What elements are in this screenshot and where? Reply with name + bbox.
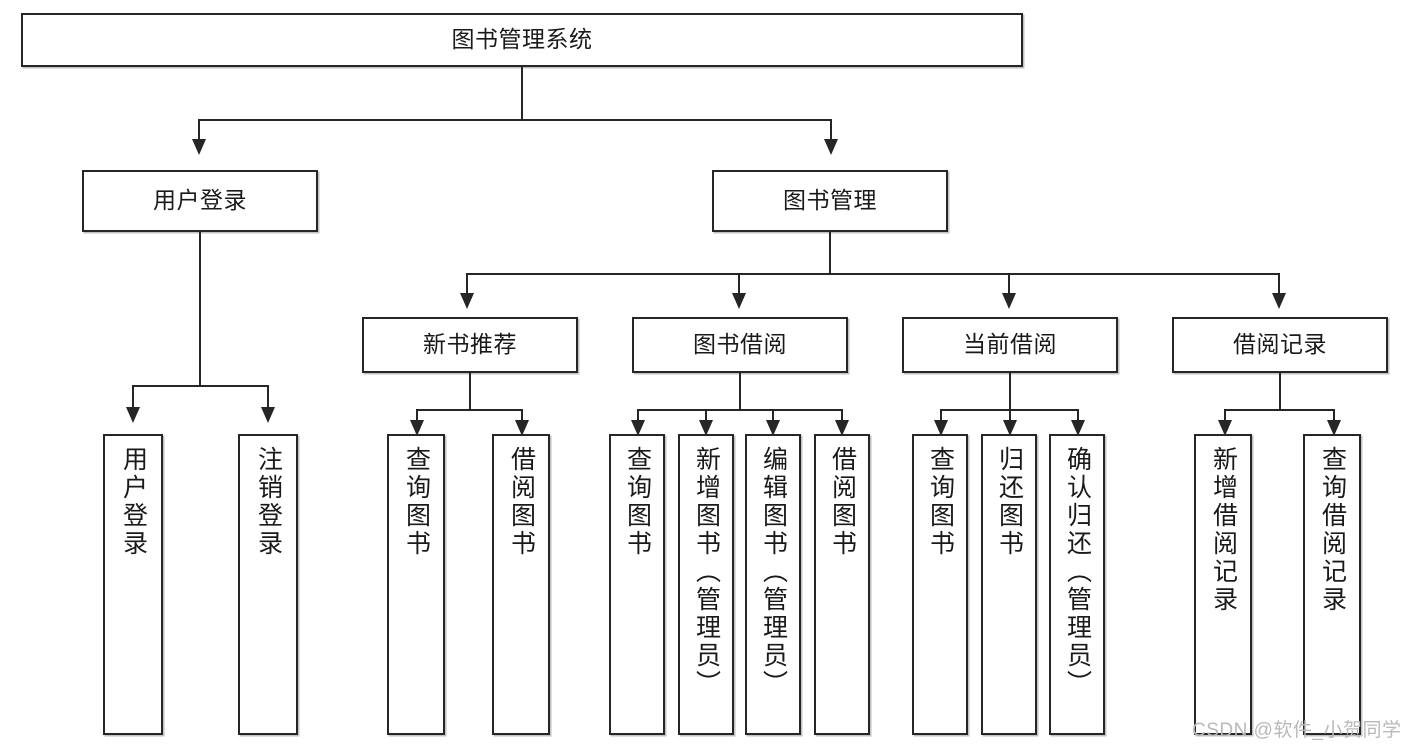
arrow-to-leaf-edit-book — [766, 420, 780, 436]
edge-nbr-drop-1 — [416, 409, 418, 424]
node-label: 图书借阅 — [693, 331, 787, 358]
edge-cb-drop-1 — [940, 409, 942, 424]
edge-cb-drop-3 — [1077, 409, 1079, 424]
edge-root-drop-right — [830, 119, 832, 141]
arrow-to-leaf-query-book-3 — [934, 420, 948, 436]
edge-book-management-bus — [466, 273, 1280, 275]
leaf-add-book[interactable]: 新增图书（管理员） — [678, 434, 734, 735]
leaf-logout-login[interactable]: 注销登录 — [238, 434, 298, 735]
leaf-query-book-3[interactable]: 查询图书 — [912, 434, 968, 735]
node-label: 借阅图书 — [828, 446, 857, 558]
edge-book-management-stem — [829, 232, 831, 273]
node-label: 注销登录 — [254, 446, 283, 558]
node-label: 新增图书（管理员） — [692, 446, 721, 698]
node-label: 编辑图书（管理员） — [759, 446, 788, 698]
leaf-edit-book[interactable]: 编辑图书（管理员） — [745, 434, 801, 735]
arrow-to-leaf-borrow-book-2 — [835, 420, 849, 436]
edge-bb-drop-2 — [705, 409, 707, 424]
arrow-to-leaf-query-book-2 — [631, 420, 645, 436]
edge-user-login-drop-1 — [132, 385, 134, 409]
edge-br-bus — [1224, 409, 1335, 411]
edge-user-login-stem — [199, 232, 201, 385]
edge-bm-drop-2 — [738, 273, 740, 295]
leaf-confirm-return[interactable]: 确认归还（管理员） — [1049, 434, 1105, 735]
leaf-return-book[interactable]: 归还图书 — [981, 434, 1037, 735]
node-user-login[interactable]: 用户登录 — [82, 170, 318, 232]
arrow-to-book-borrow — [732, 293, 746, 309]
arrow-to-leaf-user-login — [126, 407, 140, 423]
leaf-query-book-2[interactable]: 查询图书 — [609, 434, 665, 735]
edge-br-drop-1 — [1224, 409, 1226, 424]
edge-root-bus — [198, 119, 832, 121]
arrow-to-leaf-add-record — [1218, 420, 1232, 436]
edge-nbr-stem — [469, 373, 471, 409]
edge-cb-drop-2 — [1009, 409, 1011, 424]
node-label: 用户登录 — [153, 187, 247, 214]
arrow-to-leaf-query-record — [1327, 420, 1341, 436]
node-label: 新增借阅记录 — [1209, 446, 1238, 614]
edge-root-stem — [521, 67, 523, 119]
arrow-to-leaf-borrow-book-1 — [515, 420, 529, 436]
node-label: 当前借阅 — [963, 331, 1057, 358]
arrow-to-new-book-recommend — [460, 293, 474, 309]
node-book-borrow[interactable]: 图书借阅 — [632, 317, 848, 373]
node-label: 查询图书 — [402, 446, 431, 558]
leaf-query-book-1[interactable]: 查询图书 — [387, 434, 445, 735]
edge-bb-bus — [637, 409, 843, 411]
node-label: 图书管理 — [783, 187, 877, 214]
edge-br-stem — [1279, 373, 1281, 409]
edge-bb-drop-3 — [772, 409, 774, 424]
edge-nbr-bus — [416, 409, 523, 411]
edge-br-drop-2 — [1333, 409, 1335, 424]
node-label: 新书推荐 — [423, 331, 517, 358]
arrow-to-book-management — [824, 139, 838, 155]
edge-nbr-drop-2 — [521, 409, 523, 424]
edge-bm-drop-3 — [1008, 273, 1010, 295]
node-new-book-recommend[interactable]: 新书推荐 — [362, 317, 578, 373]
arrow-to-user-login — [192, 139, 206, 155]
arrow-to-leaf-return-book — [1003, 420, 1017, 436]
leaf-user-login[interactable]: 用户登录 — [103, 434, 163, 735]
leaf-query-record[interactable]: 查询借阅记录 — [1303, 434, 1361, 735]
edge-bm-drop-4 — [1278, 273, 1280, 295]
edge-bb-stem — [739, 373, 741, 409]
edge-user-login-drop-2 — [267, 385, 269, 409]
node-book-management[interactable]: 图书管理 — [712, 170, 948, 232]
edge-bb-drop-1 — [637, 409, 639, 424]
node-label: 用户登录 — [119, 446, 148, 558]
node-label: 借阅图书 — [507, 446, 536, 558]
node-label: 查询图书 — [623, 446, 652, 558]
edge-bm-drop-1 — [466, 273, 468, 295]
arrow-to-leaf-query-book-1 — [410, 420, 424, 436]
node-label: 归还图书 — [995, 446, 1024, 558]
node-label: 图书管理系统 — [451, 26, 593, 53]
node-root-book-management-system[interactable]: 图书管理系统 — [21, 13, 1023, 67]
arrow-to-current-borrow — [1002, 293, 1016, 309]
node-current-borrow[interactable]: 当前借阅 — [902, 317, 1118, 373]
leaf-borrow-book-1[interactable]: 借阅图书 — [492, 434, 550, 735]
arrow-to-leaf-confirm-return — [1071, 420, 1085, 436]
arrow-to-leaf-add-book — [699, 420, 713, 436]
node-label: 查询图书 — [926, 446, 955, 558]
node-label: 确认归还（管理员） — [1063, 446, 1092, 698]
node-label: 查询借阅记录 — [1318, 446, 1347, 614]
node-borrow-record[interactable]: 借阅记录 — [1172, 317, 1388, 373]
edge-cb-stem — [1009, 373, 1011, 409]
leaf-add-record[interactable]: 新增借阅记录 — [1194, 434, 1252, 735]
arrow-to-leaf-logout-login — [261, 407, 275, 423]
edge-bb-drop-4 — [841, 409, 843, 424]
edge-root-drop-left — [198, 119, 200, 141]
leaf-borrow-book-2[interactable]: 借阅图书 — [814, 434, 870, 735]
node-label: 借阅记录 — [1233, 331, 1327, 358]
edge-user-login-bus — [132, 385, 268, 387]
arrow-to-borrow-record — [1272, 293, 1286, 309]
